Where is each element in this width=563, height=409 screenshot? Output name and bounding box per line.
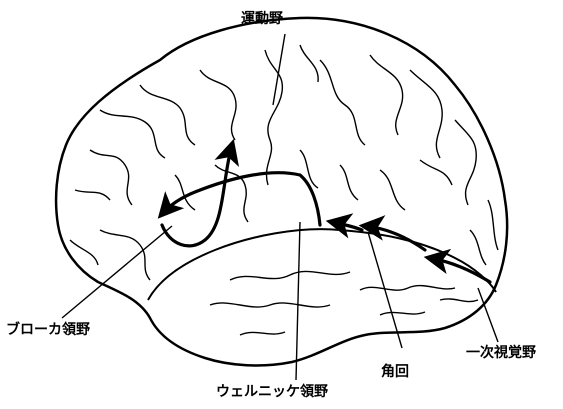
arrow-visual-to-angular-2 — [358, 215, 427, 252]
label-motor-cortex: 運動野 — [241, 11, 283, 27]
leader-wernicke — [295, 221, 301, 381]
label-angular-gyrus: 角回 — [381, 364, 409, 380]
leader-angular — [367, 231, 403, 349]
leader-broca — [61, 225, 173, 319]
temporal-lobe-outline — [147, 228, 497, 301]
leader-motor — [272, 33, 286, 106]
arrow-broca-to-motor — [160, 138, 240, 248]
pathway-arrows — [157, 138, 492, 284]
leader-visual — [477, 287, 499, 343]
arrow-wernicke-to-broca — [157, 171, 322, 227]
arrow-visual-to-angular — [423, 248, 492, 284]
brain-outline — [54, 16, 509, 367]
label-broca-area: ブローカ領野 — [6, 322, 90, 338]
label-primary-visual-cortex: 一次視覚野 — [466, 345, 536, 361]
gyri-lines — [69, 44, 499, 336]
arrow-angular-to-wernicke — [325, 213, 364, 239]
leader-lines — [61, 33, 499, 381]
label-wernicke-area: ウェルニッケ領野 — [216, 384, 328, 400]
